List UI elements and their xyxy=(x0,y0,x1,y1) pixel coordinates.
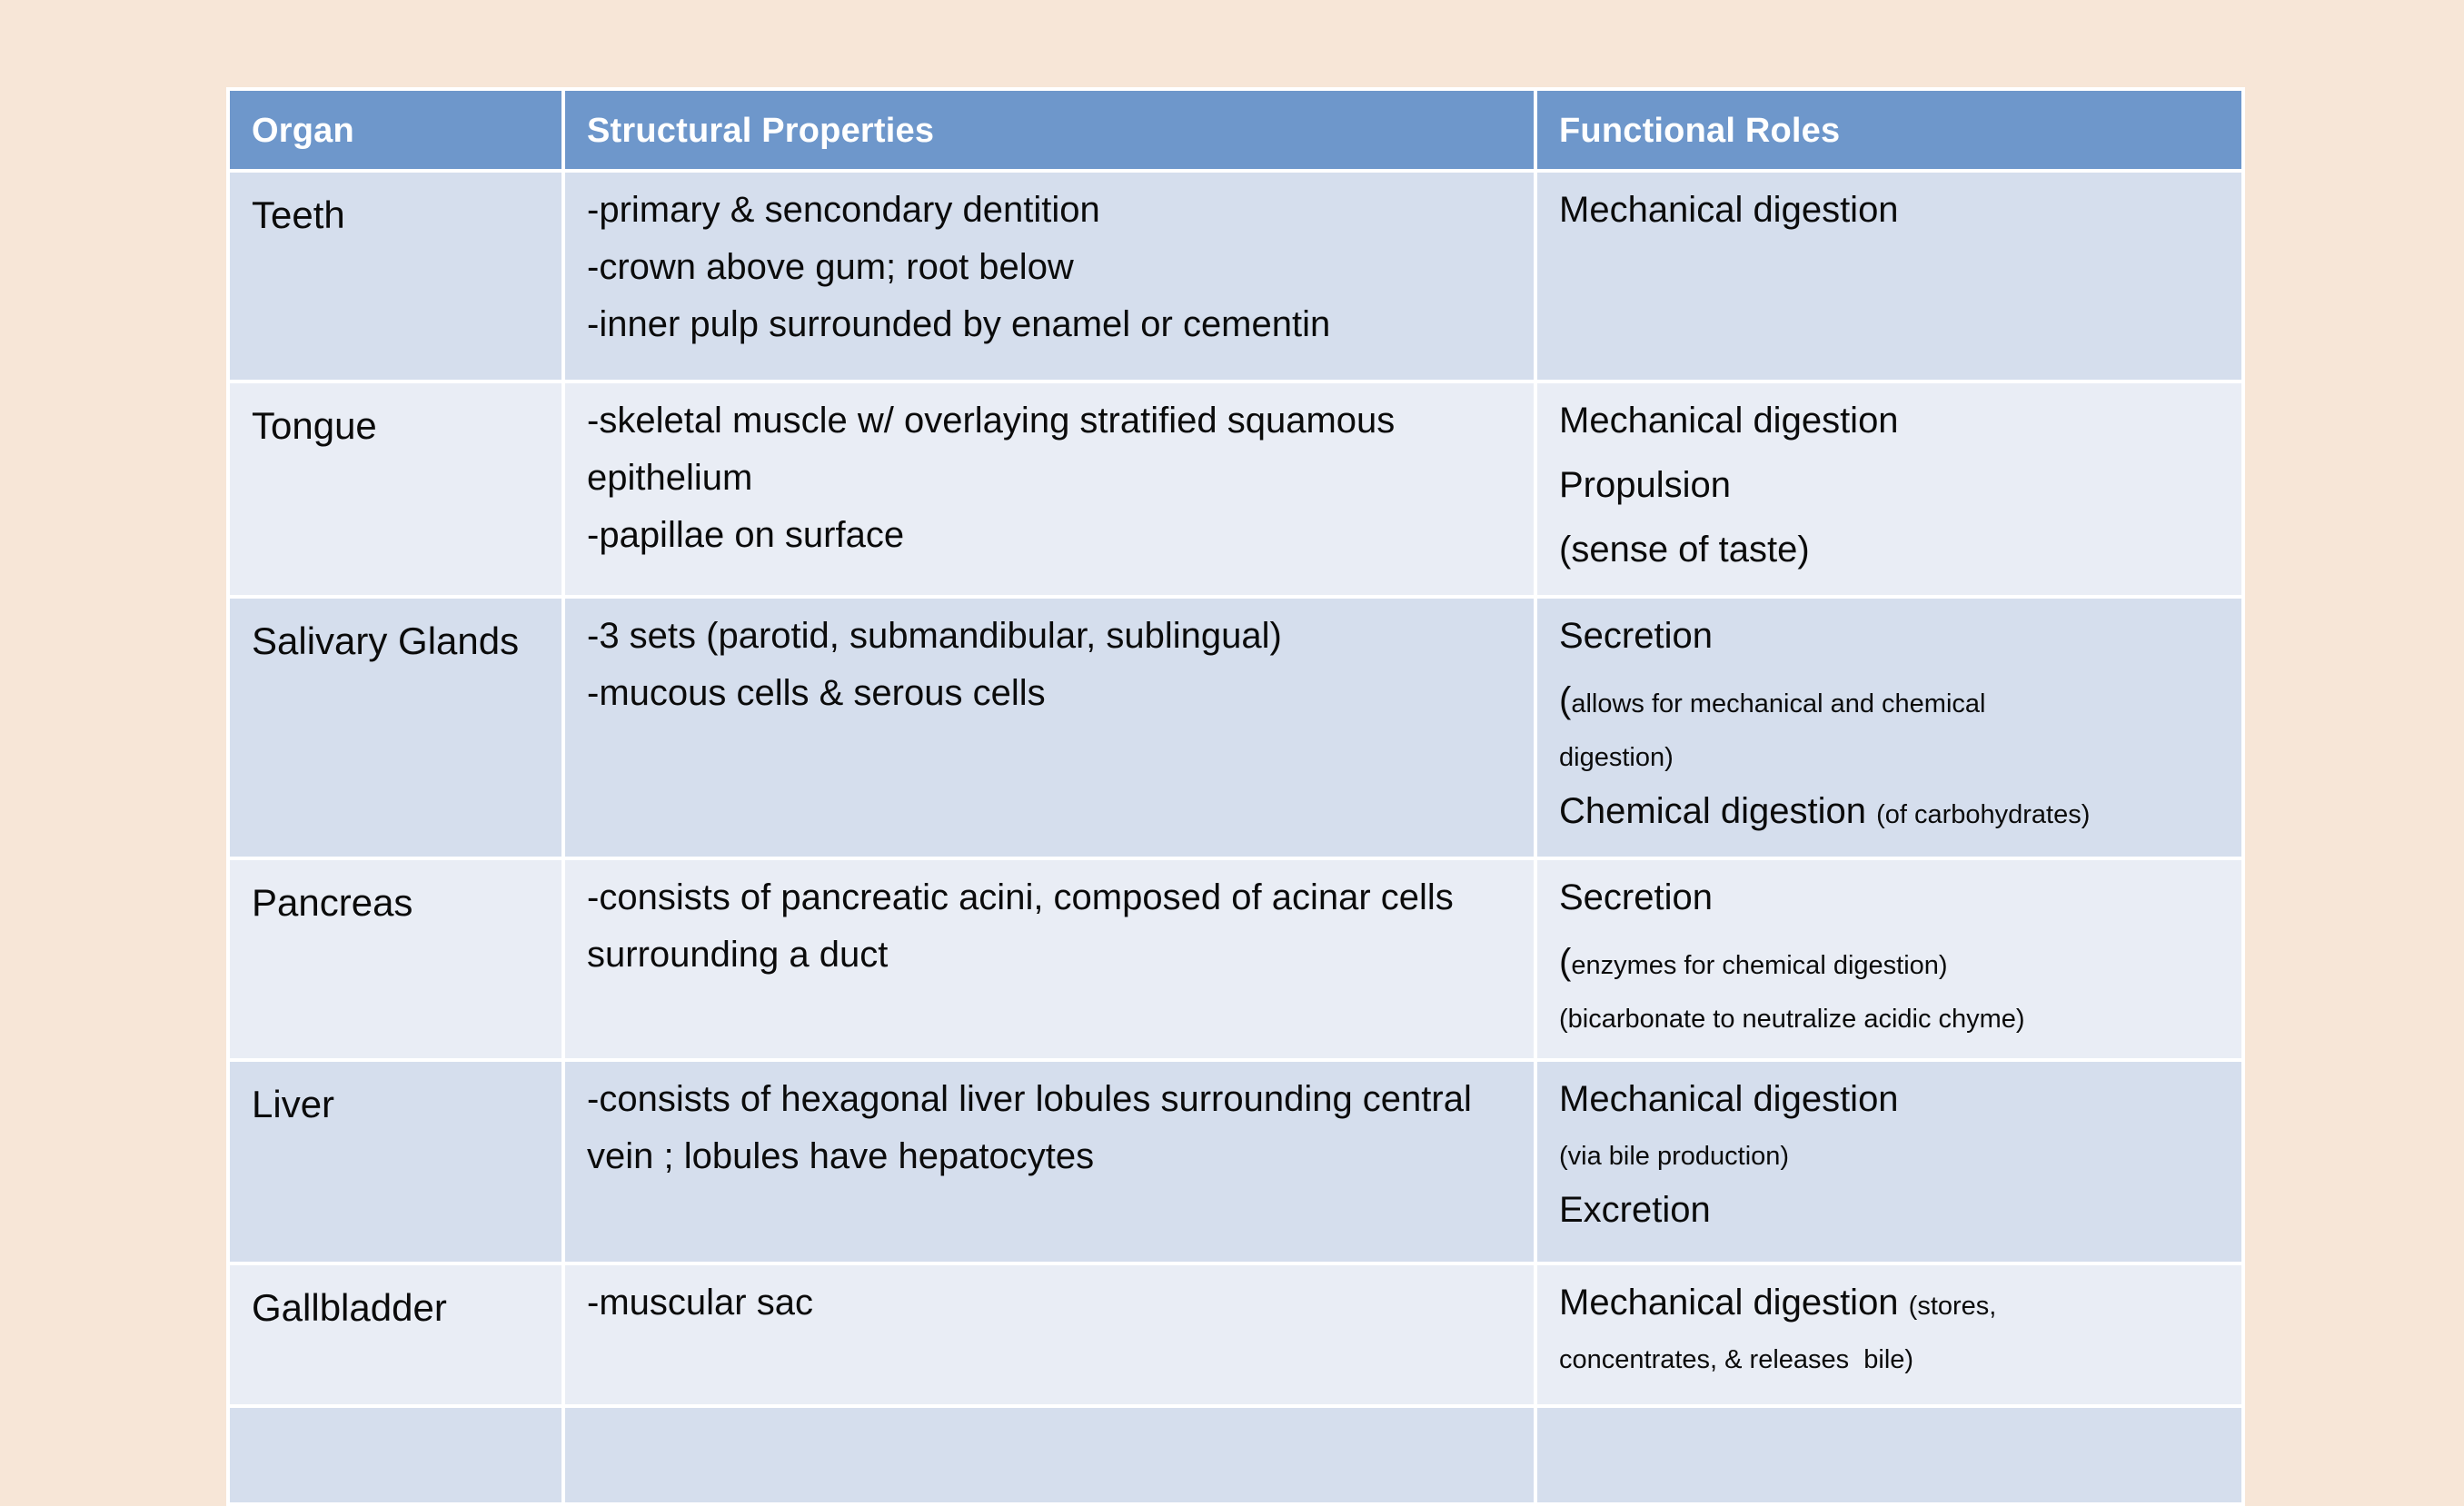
structural-line: -consists of hexagonal liver lobules sur… xyxy=(587,1079,1482,1176)
functional-roles-cell xyxy=(1537,1408,2241,1502)
functional-text-segment: enzymes for chemical digestion) xyxy=(1571,951,1948,980)
functional-line: Mechanical digestion xyxy=(1559,392,2221,457)
functional-text-segment: (sense of taste) xyxy=(1559,530,1810,570)
structural-line: -consists of pancreatic acini, composed … xyxy=(587,877,1464,975)
structural-properties-cell xyxy=(565,1408,1534,1502)
structural-properties-cell: -muscular sac xyxy=(565,1265,1534,1404)
structural-line: -papillae on surface xyxy=(587,515,905,555)
column-header-structural-properties: Structural Properties xyxy=(565,91,1534,169)
structural-properties-cell: -consists of hexagonal liver lobules sur… xyxy=(565,1062,1534,1262)
organ-cell: Pancreas xyxy=(230,860,561,1058)
table-row: Teeth -primary & sencondary dentition -cro… xyxy=(230,173,2241,380)
structural-line: -3 sets (parotid, submandibular, subling… xyxy=(587,616,1282,656)
table-row: Liver -consists of hexagonal liver lobule… xyxy=(230,1062,2241,1262)
functional-roles-cell: Secretion (enzymes for chemical digestion… xyxy=(1537,860,2241,1058)
functional-text-segment: Mechanical digestion xyxy=(1559,190,1899,230)
functional-text-segment: Mechanical digestion xyxy=(1559,1079,1899,1119)
functional-text-segment: Chemical digestion xyxy=(1559,791,1877,831)
functional-line: concentrates, & releases bile) xyxy=(1559,1339,2221,1385)
functional-text-segment: Secretion xyxy=(1559,877,1713,917)
functional-line: digestion) xyxy=(1559,737,2221,783)
functional-text-segment: Propulsion xyxy=(1559,465,1732,505)
table-header-row: Organ Structural Properties Functional R… xyxy=(230,91,2241,169)
structural-line: -mucous cells & serous cells xyxy=(587,673,1046,713)
functional-line: Secretion xyxy=(1559,869,2221,934)
functional-line: Mechanical digestion (stores, xyxy=(1559,1274,2221,1339)
functional-text-segment: concentrates, & releases bile) xyxy=(1559,1345,1914,1374)
functional-line: (sense of taste) xyxy=(1559,521,2221,586)
structural-line: -skeletal muscle w/ overlaying stratifie… xyxy=(587,401,1406,498)
structural-line: -primary & sencondary dentition xyxy=(587,190,1100,230)
structural-line: -crown above gum; root below xyxy=(587,247,1074,287)
functional-roles-cell: Secretion (allows for mechanical and chem… xyxy=(1537,599,2241,857)
table-row xyxy=(230,1408,2241,1502)
functional-line: (bicarbonate to neutralize acidic chyme) xyxy=(1559,998,2221,1045)
functional-text-segment: (via bile production) xyxy=(1559,1142,1790,1171)
organ-cell xyxy=(230,1408,561,1502)
functional-line: Secretion xyxy=(1559,608,2221,672)
functional-line: (enzymes for chemical digestion) xyxy=(1559,934,2221,998)
functional-roles-cell: Mechanical digestion (stores, concentrate… xyxy=(1537,1265,2241,1404)
organ-cell: Tongue xyxy=(230,383,561,595)
functional-line: Mechanical digestion xyxy=(1559,1071,2221,1135)
table-row: Salivary Glands -3 sets (parotid, submand… xyxy=(230,599,2241,857)
structural-properties-cell: -skeletal muscle w/ overlaying stratifie… xyxy=(565,383,1534,595)
organ-cell: Liver xyxy=(230,1062,561,1262)
functional-text-segment: ( xyxy=(1559,942,1572,982)
functional-text-segment: Mechanical digestion xyxy=(1559,401,1899,441)
organ-cell: Gallbladder xyxy=(230,1265,561,1404)
structural-line: -muscular sac xyxy=(587,1283,813,1323)
table-row: Tongue -skeletal muscle w/ overlaying str… xyxy=(230,383,2241,595)
organ-cell: Salivary Glands xyxy=(230,599,561,857)
functional-line: (via bile production) xyxy=(1559,1135,2221,1182)
slide-background: Organ Structural Properties Functional R… xyxy=(226,87,2245,1506)
column-header-functional-roles: Functional Roles xyxy=(1537,91,2241,169)
organ-cell: Teeth xyxy=(230,173,561,380)
table-row: Pancreas -consists of pancreatic acini, c… xyxy=(230,860,2241,1058)
functional-roles-cell: Mechanical digestion xyxy=(1537,173,2241,380)
structural-properties-cell: -3 sets (parotid, submandibular, subling… xyxy=(565,599,1534,857)
functional-text-segment: digestion) xyxy=(1559,743,1674,772)
column-header-organ: Organ xyxy=(230,91,561,169)
functional-text-segment: allows for mechanical and chemical xyxy=(1571,689,1986,718)
functional-text-segment: Mechanical digestion xyxy=(1559,1283,1909,1323)
functional-line: Mechanical digestion xyxy=(1559,182,2221,246)
structural-properties-cell: -consists of pancreatic acini, composed … xyxy=(565,860,1534,1058)
functional-roles-cell: Mechanical digestion (via bile production… xyxy=(1537,1062,2241,1262)
table-row: Gallbladder -muscular sac Mechanical diges… xyxy=(230,1265,2241,1404)
functional-text-segment: (stores, xyxy=(1908,1292,1997,1321)
functional-text-segment: (bicarbonate to neutralize acidic chyme) xyxy=(1559,1005,2025,1034)
structural-line: -inner pulp surrounded by enamel or ceme… xyxy=(587,304,1331,344)
digestive-organs-table: Organ Structural Properties Functional R… xyxy=(226,87,2245,1506)
functional-text-segment: ( xyxy=(1559,680,1572,720)
functional-line: Chemical digestion (of carbohydrates) xyxy=(1559,783,2221,847)
functional-text-segment: Secretion xyxy=(1559,616,1713,656)
functional-line: (allows for mechanical and chemical xyxy=(1559,672,2221,737)
functional-line: Propulsion xyxy=(1559,457,2221,521)
functional-text-segment: Excretion xyxy=(1559,1190,1711,1230)
structural-properties-cell: -primary & sencondary dentition -crown ab… xyxy=(565,173,1534,380)
functional-line: Excretion xyxy=(1559,1182,2221,1246)
functional-text-segment: (of carbohydrates) xyxy=(1876,800,2091,829)
